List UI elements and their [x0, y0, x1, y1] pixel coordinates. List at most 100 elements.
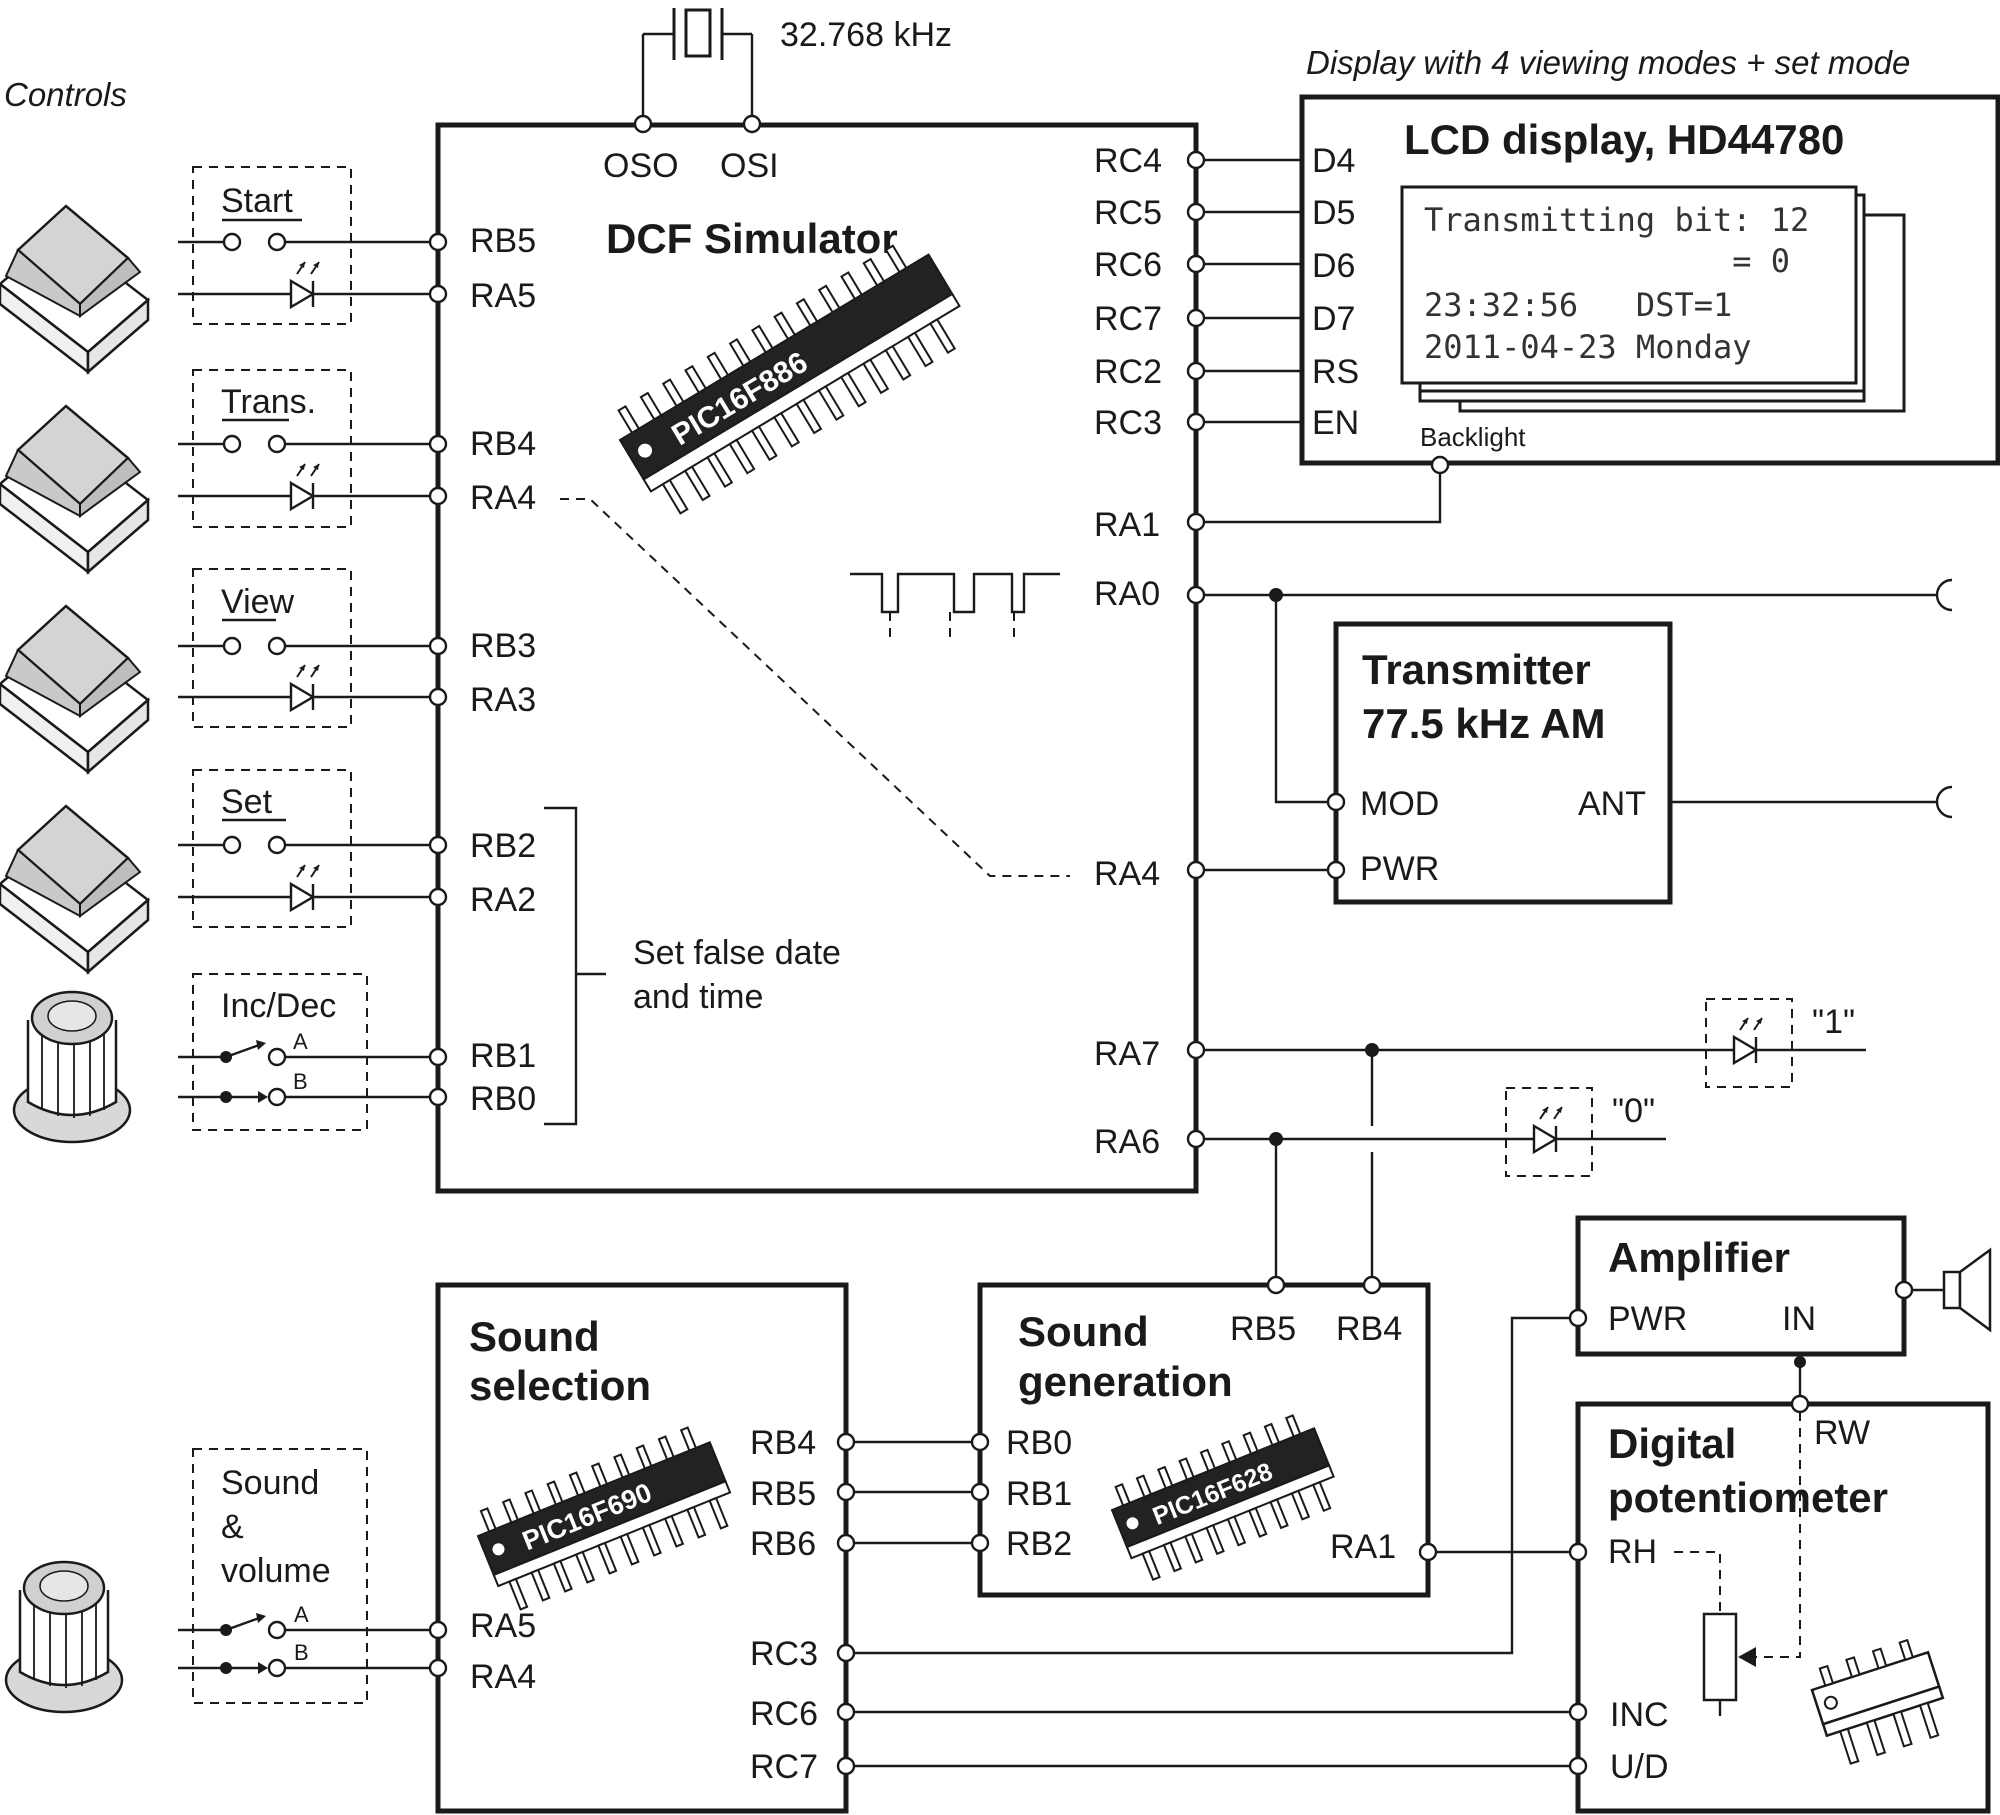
sg-pin-rb5: RB5 [1230, 1310, 1296, 1348]
pulse-waveform-icon [850, 572, 1060, 614]
ss-pin-ra4: RA4 [470, 1658, 536, 1696]
dcf-pin-ra7: RA7 [1094, 1035, 1160, 1073]
view-pushbutton-icon[interactable] [0, 604, 150, 774]
crystal-icon [641, 8, 754, 116]
transmitter-pin-mod: MOD [1360, 785, 1439, 823]
dcf-pin-rc5: RC5 [1094, 194, 1162, 232]
speaker-icon [1912, 1247, 1992, 1333]
sound-selection-title-2: selection [469, 1362, 651, 1409]
dcf-pin-rb2: RB2 [470, 827, 536, 865]
incdec-knob-icon[interactable] [12, 990, 132, 1144]
sg-pin-rb1: RB1 [1006, 1475, 1072, 1513]
sg-pin-rb4: RB4 [1336, 1310, 1402, 1348]
dcf-right-pins: RC4 RC5 RC6 RC7 RC2 RC3 RA1 RA0 RA4 RA7 … [1094, 142, 1162, 1161]
amplifier-pin-in: IN [1782, 1300, 1816, 1338]
view-label: View [221, 583, 295, 621]
lcd-pin-d7: D7 [1312, 300, 1355, 338]
led-0-frame [1505, 1087, 1593, 1177]
sg-pin-rb2: RB2 [1006, 1525, 1072, 1563]
dcf-pin-ra4-left: RA4 [470, 479, 536, 517]
amplifier-pin-pwr: PWR [1608, 1300, 1687, 1338]
lcd-line-3: 23:32:56 DST=1 [1424, 286, 1732, 324]
dcf-pin-ra0: RA0 [1094, 575, 1160, 613]
ss-pin-rc7: RC7 [750, 1748, 818, 1786]
transmitter-box [1333, 621, 1673, 905]
lcd-line-4: 2011-04-23 Monday [1424, 328, 1752, 366]
dcf-pin-ra3: RA3 [470, 681, 536, 719]
dcf-pin-rb3: RB3 [470, 627, 536, 665]
set-pushbutton-icon[interactable] [0, 804, 150, 974]
start-pushbutton-icon[interactable] [0, 204, 150, 374]
sound-volume-a-label: A [294, 1602, 309, 1627]
sound-generation-title-1: Sound [1018, 1308, 1149, 1355]
start-label: Start [221, 182, 293, 220]
dcf-pin-rb4: RB4 [470, 425, 536, 463]
start-led-icon [289, 260, 321, 309]
lcd-line-1: Transmitting bit: 12 [1424, 201, 1809, 239]
dcf-pin-rc3: RC3 [1094, 404, 1162, 442]
lcd-screen [1400, 185, 1858, 385]
dcf-pin-ra5: RA5 [470, 277, 536, 315]
trans-label: Trans. [221, 383, 316, 421]
led-1-icon [1732, 1016, 1764, 1065]
digital-potentiometer-box [1575, 1401, 1991, 1814]
incdec-frame [192, 973, 368, 1131]
dcf-title: DCF Simulator [606, 215, 898, 262]
lcd-backlight-label: Backlight [1420, 422, 1526, 452]
antenna-jack-icon [1935, 785, 1953, 819]
ss-pin-rb4: RB4 [750, 1424, 816, 1462]
crystal-frequency: 32.768 kHz [780, 16, 952, 54]
dcf-simulator-box [435, 122, 1199, 1194]
ra4-link-dashed [560, 498, 1070, 877]
sound-volume-frame [192, 1448, 368, 1704]
digipot-title-2: potentiometer [1608, 1474, 1888, 1521]
view-led-icon [289, 663, 321, 712]
ss-pin-rb6: RB6 [750, 1525, 816, 1563]
sound-volume-b-label: B [294, 1640, 309, 1665]
sound-generation-box [977, 1282, 1431, 1598]
view-button-frame [192, 568, 352, 728]
lcd-pin-d4: D4 [1312, 142, 1355, 180]
ss-pin-rc6: RC6 [750, 1695, 818, 1733]
dcf-pin-rb1: RB1 [470, 1037, 536, 1075]
sg-pin-rb0: RB0 [1006, 1424, 1072, 1462]
dcf-pin-ra4-right: RA4 [1094, 855, 1160, 893]
sound-selection-title-1: Sound [469, 1313, 600, 1360]
dcf-pin-ra1: RA1 [1094, 506, 1160, 544]
lcd-pin-rs: RS [1312, 353, 1359, 391]
digipot-title-1: Digital [1608, 1420, 1736, 1467]
dcf-pin-rc6: RC6 [1094, 246, 1162, 284]
transmitter-title-2: 77.5 kHz AM [1362, 700, 1606, 747]
sound-volume-label-3: volume [221, 1552, 331, 1590]
transmitter-title-1: Transmitter [1362, 646, 1591, 693]
trans-pushbutton-icon[interactable] [0, 404, 150, 574]
potentiometer-resistor-icon [1702, 1612, 1738, 1702]
start-button-frame [192, 166, 352, 325]
dcf-pin-ra2: RA2 [470, 881, 536, 919]
trans-led-icon [289, 462, 321, 511]
set-button-frame [192, 769, 352, 928]
dcf-left-pins: RB5 RA5 RB4 RA4 RB3 RA3 RB2 RA2 RB1 RB0 [428, 222, 536, 1118]
pin-osi: OSI [720, 147, 779, 185]
pic16f628-chip-icon: PIC16F628 [1110, 1414, 1335, 1581]
lcd-pins: D4 D5 D6 D7 RS EN [1312, 142, 1359, 442]
wiper-arrow-icon [1738, 1647, 1756, 1667]
amplifier-title: Amplifier [1608, 1234, 1790, 1281]
sound-volume-knob-icon[interactable] [4, 1560, 124, 1714]
ss-pin-rb5: RB5 [750, 1475, 816, 1513]
lcd-caption: Display with 4 viewing modes + set mode [1306, 44, 1910, 81]
led-0-icon [1532, 1105, 1564, 1154]
digipot-pin-rw: RW [1814, 1414, 1870, 1452]
pic16f690-chip-icon: PIC16F690 [476, 1426, 732, 1611]
ss-pin-ra5: RA5 [470, 1607, 536, 1645]
dcf-pin-rc7: RC7 [1094, 300, 1162, 338]
sg-pin-ra1: RA1 [1330, 1528, 1396, 1566]
set-date-bracket [544, 806, 606, 1126]
transmitter-pin-ant: ANT [1578, 785, 1646, 823]
dcf-pin-rb0: RB0 [470, 1080, 536, 1118]
incdec-label: Inc/Dec [221, 987, 336, 1025]
dcf-pin-rc4: RC4 [1094, 142, 1162, 180]
digipot-pin-ud: U/D [1610, 1748, 1669, 1786]
incdec-b-label: B [293, 1069, 308, 1094]
